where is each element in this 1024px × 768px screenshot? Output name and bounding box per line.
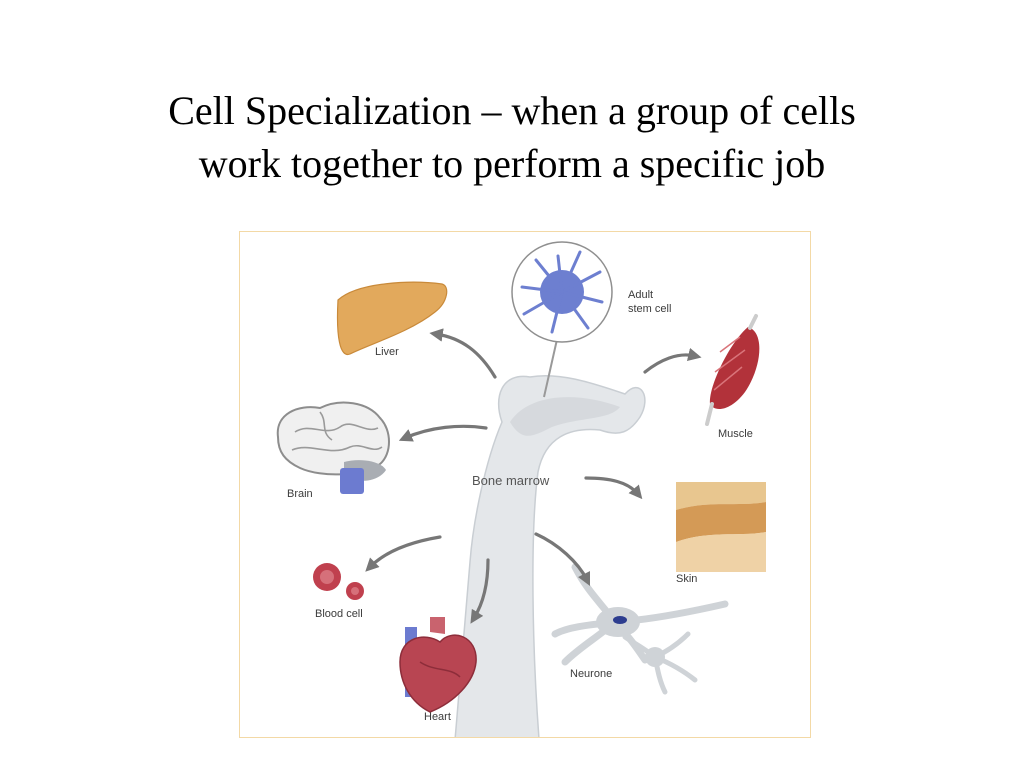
arrow-to-neurone [534, 532, 591, 587]
arrow-to-skin [584, 476, 643, 500]
blood-cell-illustration [313, 563, 364, 600]
label-adult: Adult [628, 289, 653, 301]
label-heart: Heart [424, 711, 451, 723]
diagram-canvas: Adult stem cell Liver Muscle Brain Bone … [276, 241, 766, 737]
arrow-to-liver [429, 328, 497, 379]
muscle-illustration [705, 314, 760, 426]
stem-cell-connector [543, 334, 559, 398]
bone-marrow-illustration [454, 374, 646, 737]
arrow-to-brain [398, 424, 488, 442]
arrow-to-muscle [643, 347, 702, 374]
label-blood-cell: Blood cell [315, 608, 363, 620]
slide-title-line-2: work together to perform a specific job [198, 141, 826, 186]
label-neurone: Neurone [570, 668, 612, 680]
stem-cell-diagram: Adult stem cell Liver Muscle Brain Bone … [239, 231, 811, 738]
slide-title: Cell Specialization – when a group of ce… [0, 84, 1024, 190]
label-brain: Brain [287, 488, 313, 500]
heart-illustration [399, 617, 477, 713]
arrow-to-blood-cell [365, 535, 442, 572]
label-skin: Skin [676, 573, 697, 585]
label-liver: Liver [375, 346, 399, 358]
label-bone-marrow: Bone marrow [472, 473, 550, 488]
arrow-to-heart [470, 558, 490, 624]
skin-illustration [676, 482, 766, 572]
label-muscle: Muscle [718, 428, 753, 440]
brain-illustration [276, 401, 390, 494]
label-stem-cell: stem cell [628, 303, 671, 315]
bone-shape [454, 374, 646, 737]
adult-stem-cell-illustration [511, 241, 613, 343]
slide-title-line-1: Cell Specialization – when a group of ce… [168, 88, 856, 133]
bone-marrow-texture [510, 397, 620, 436]
liver-illustration [336, 281, 448, 356]
